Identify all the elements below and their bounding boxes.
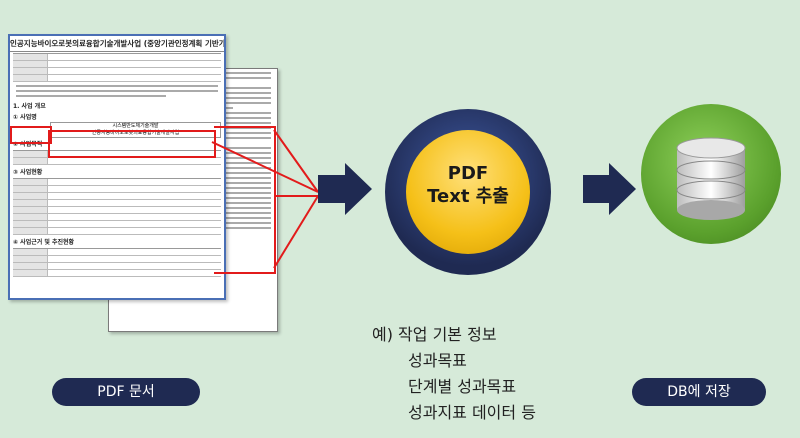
connector-line-2 <box>273 129 319 193</box>
pdf-document-label: PDF 문서 <box>52 378 200 406</box>
arrow-to-db-icon <box>583 163 636 215</box>
basis-table <box>13 248 221 277</box>
extract-label-pdf: PDF <box>447 163 489 184</box>
document-info-table <box>13 53 221 82</box>
extract-circle: PDF Text 추출 <box>385 109 551 275</box>
example-line-2: 성과목표 <box>408 351 467 370</box>
section-overview: 1. 사업 개요 <box>13 103 46 110</box>
business-name-row-2: 인공지능바이오로봇의료융합기술개발사업 <box>91 130 180 136</box>
business-name-row-1: 시스템반도체기술개발 <box>112 123 159 129</box>
section-business-name: ① 사업명 <box>13 114 37 121</box>
highlight-back-page <box>214 126 276 274</box>
example-line-1: 예) 작업 기본 정보 <box>372 325 497 344</box>
status-table <box>13 178 221 235</box>
db-save-label: DB에 저장 <box>632 378 766 406</box>
extract-label-text: Text 추출 <box>427 186 509 207</box>
arrow-to-extract-icon <box>318 163 372 215</box>
db-cylinder-icon <box>676 137 746 220</box>
highlight-section-label <box>10 126 52 144</box>
extract-inner-circle: PDF Text 추출 <box>406 130 530 254</box>
document-title: 인공지능바이오로봇의료융합기술개발사업 (중앙기관인정계획 기반가치 활역용) <box>10 36 224 52</box>
example-line-4: 성과지표 데이터 등 <box>408 403 536 422</box>
database-icon <box>641 104 781 244</box>
example-line-3: 단계별 성과목표 <box>408 377 517 396</box>
pdf-document-front-page: 인공지능바이오로봇의료융합기술개발사업 (중앙기관인정계획 기반가치 활역용) … <box>8 34 226 300</box>
section-basis: ④ 사업근거 및 추진현황 <box>13 239 75 246</box>
section-purpose: ② 사업목적 <box>13 141 43 148</box>
section-status: ③ 사업현황 <box>13 169 43 176</box>
connector-line-1 <box>211 141 319 193</box>
connector-line-3 <box>273 195 319 269</box>
